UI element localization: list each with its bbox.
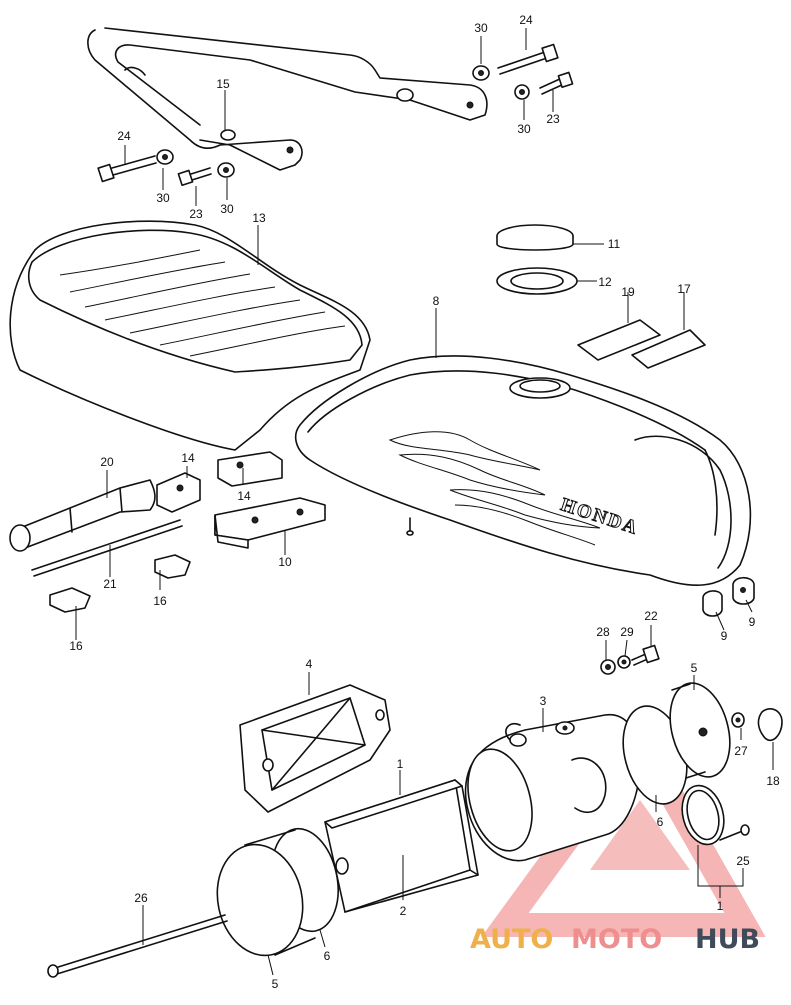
- callout: 30: [156, 191, 170, 205]
- callout: 23: [189, 207, 203, 221]
- bolts-top: [97, 43, 574, 187]
- callout: 3: [540, 694, 547, 708]
- band-clamp: [681, 784, 750, 846]
- decal-strips: [577, 319, 706, 369]
- fuel-cap-and-gasket: [496, 224, 578, 295]
- seat: [9, 220, 371, 451]
- callout: 9: [749, 615, 756, 629]
- callout: 30: [474, 21, 488, 35]
- watermark-logo: AUTO MOTO HUB: [470, 924, 760, 955]
- callout: 24: [117, 129, 131, 143]
- callout: 5: [272, 977, 279, 991]
- callout: 12: [598, 275, 612, 289]
- filter-right: [622, 682, 731, 805]
- callout: 9: [721, 629, 728, 643]
- hinge-parts: [9, 451, 326, 613]
- grab-rail: [87, 27, 488, 171]
- callout: 6: [324, 949, 331, 963]
- callout: 22: [644, 609, 658, 623]
- callout: 30: [517, 122, 531, 136]
- callout: 24: [519, 13, 533, 27]
- tank-rubbers: [702, 576, 755, 617]
- callout: 17: [677, 282, 691, 296]
- watermark-text-hub: HUB: [695, 924, 760, 955]
- callout: 29: [620, 625, 634, 639]
- air-cleaner-case: [464, 713, 641, 862]
- callout: 20: [100, 455, 114, 469]
- callout: 28: [596, 625, 610, 639]
- battery-bracket: [239, 684, 391, 813]
- callout: 21: [103, 577, 117, 591]
- nut-and-pad: [731, 708, 783, 742]
- callout: 5: [691, 661, 698, 675]
- callout: 13: [252, 211, 266, 225]
- callout-labels: 30 24 15 24 23 30 30 23 30 13 11 12 19 1…: [69, 13, 780, 991]
- small-hardware: [600, 644, 660, 675]
- callout: 30: [220, 202, 234, 216]
- leader-lines: [75, 28, 774, 976]
- filter-left: [216, 827, 339, 957]
- callout: 16: [153, 594, 167, 608]
- callout: 14: [237, 489, 251, 503]
- callout: 1: [717, 899, 724, 913]
- callout: 14: [181, 451, 195, 465]
- callout: 8: [433, 294, 440, 308]
- watermark-text-moto: MOTO: [571, 924, 662, 955]
- callout: 16: [69, 639, 83, 653]
- callout: 25: [736, 854, 750, 868]
- callout: 19: [621, 285, 635, 299]
- callout: 15: [216, 77, 230, 91]
- fuel-tank: HONDA: [294, 355, 752, 587]
- long-bolt: [47, 914, 228, 978]
- callout: 27: [734, 744, 748, 758]
- callout: 2: [400, 904, 407, 918]
- callout: 26: [134, 891, 148, 905]
- callout: 18: [766, 774, 780, 788]
- callout: 6: [657, 815, 664, 829]
- callout: 10: [278, 555, 292, 569]
- callout: 23: [546, 112, 560, 126]
- battery: [324, 779, 479, 913]
- callout: 4: [306, 657, 313, 671]
- watermark-text-auto: AUTO: [470, 924, 553, 955]
- callout: 1: [397, 757, 404, 771]
- callout: 11: [608, 237, 621, 251]
